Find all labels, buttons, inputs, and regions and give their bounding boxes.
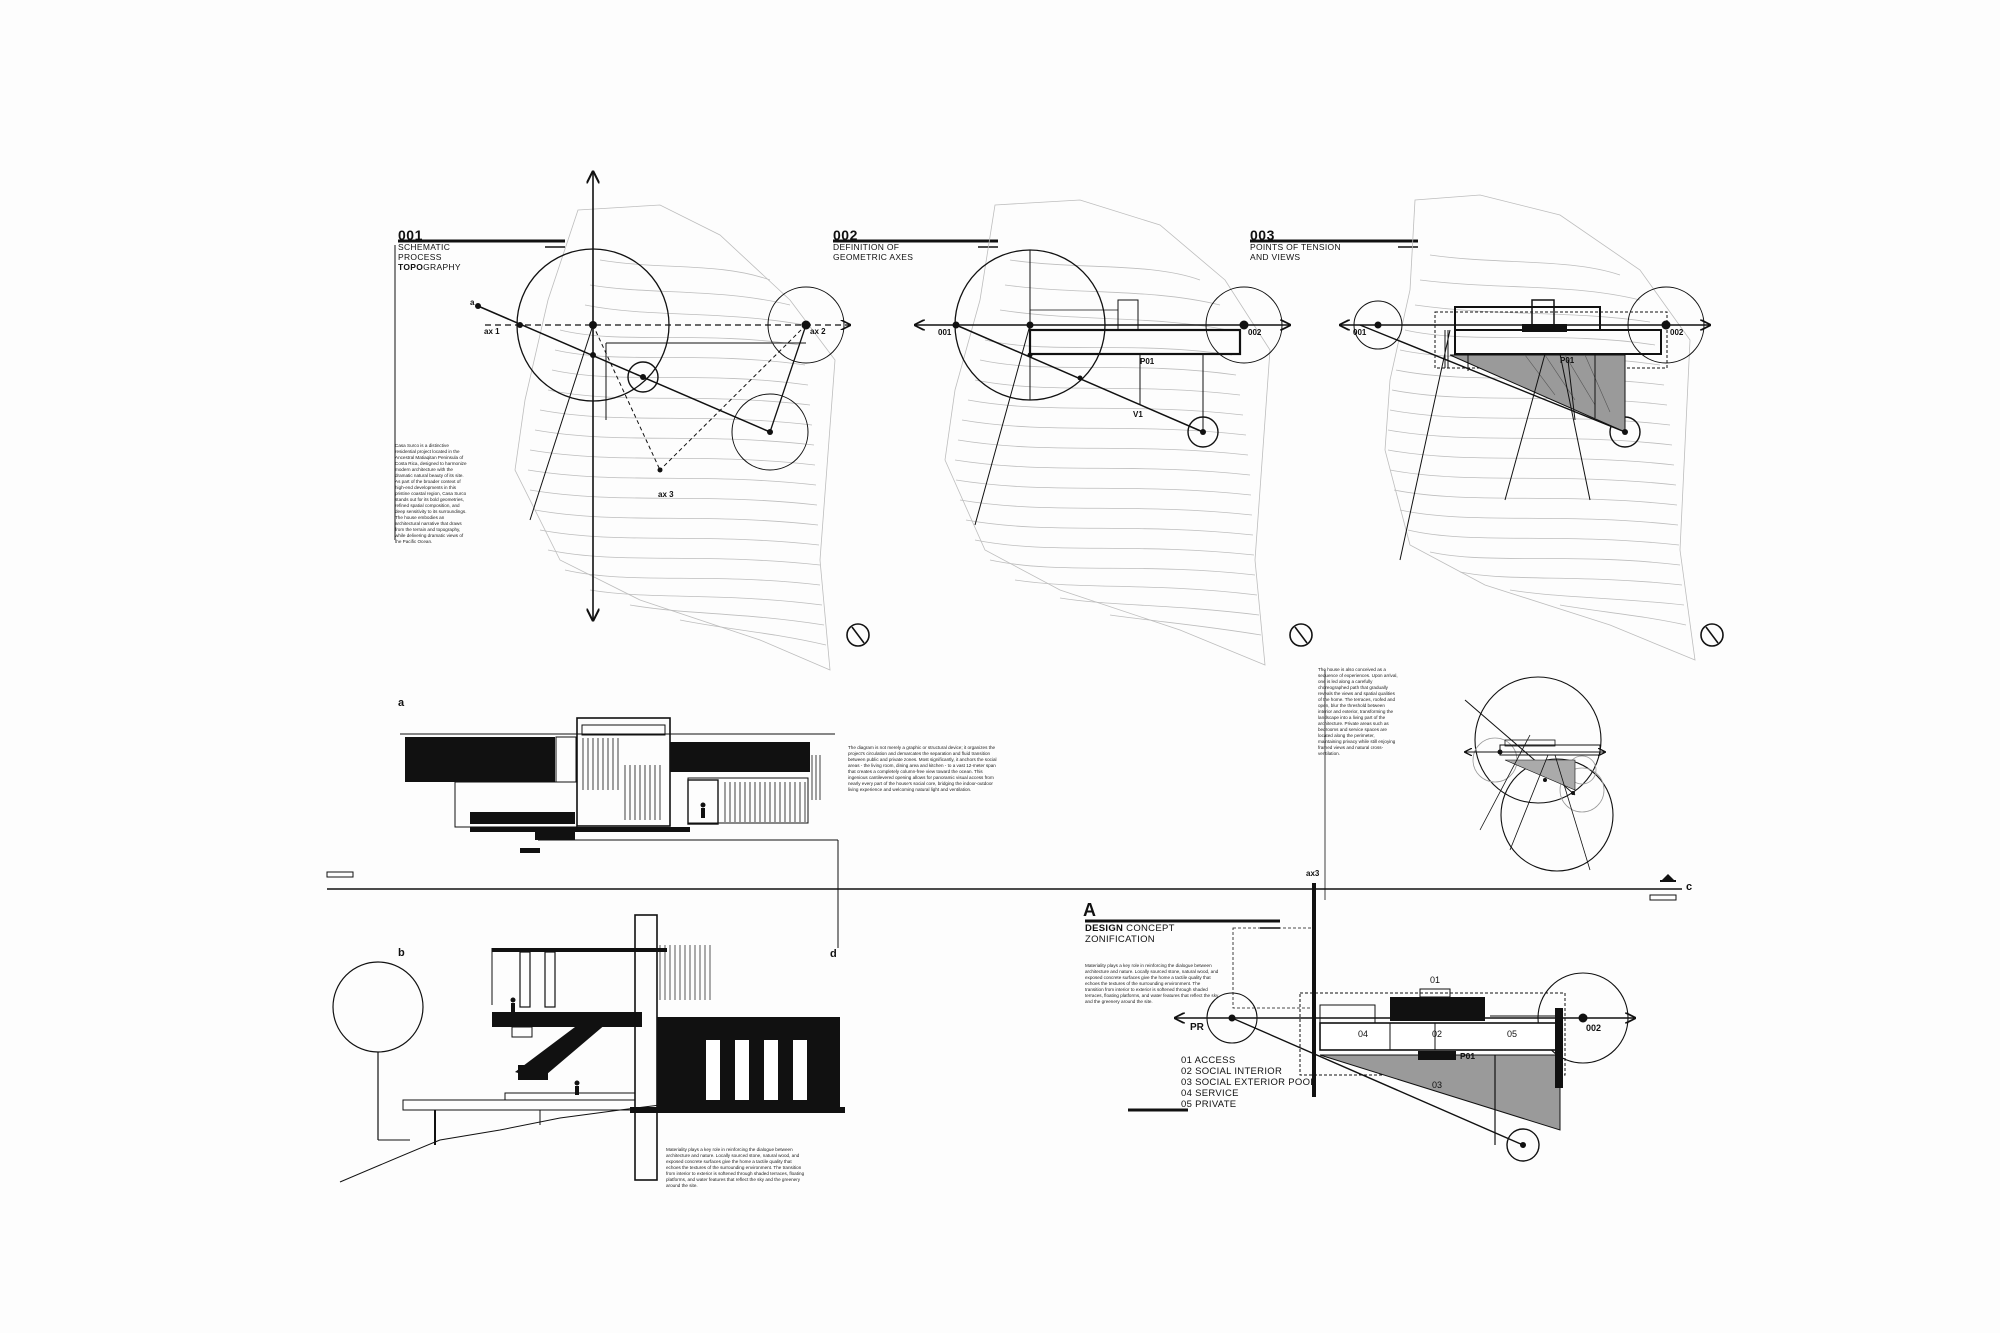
axis-2-label: ax 2 [810,327,826,336]
zone-03-pool [1319,1054,1561,1131]
zone-node-002-label: 002 [1586,1023,1602,1033]
elevation-paragraph: The diagram is not merely a graphic or s… [848,745,997,792]
p3-p01-label: P01 [1560,356,1575,365]
ax3-top-label: ax3 [1306,869,1320,878]
zonification-diagram [1085,883,1635,1162]
section-c-letter: c [1686,881,1693,893]
legend-item: 04 SERVICE [1181,1088,1239,1099]
panel-002-diagram [915,199,1313,666]
p2-node-002-label: 002 [1248,328,1262,337]
panel-001-diagram [475,172,870,671]
panel-003-diagram [1340,194,1724,661]
side-paragraph: The house is also conceived as a sequenc… [1318,667,1398,756]
social-exterior-zone [1449,354,1626,433]
zone-legend: 01 ACCESS 02 SOCIAL INTERIOR 03 SOCIAL E… [1181,1055,1316,1110]
legend-item: 05 PRIVATE [1181,1099,1237,1110]
section-b-letter: b [398,947,405,959]
zone-03-label: 03 [1432,1080,1443,1090]
legend-item: 01 ACCESS [1181,1055,1236,1066]
p2-node-001-label: 001 [938,328,952,337]
panel-002-number: 002 [833,227,858,243]
panel-001-line1: SCHEMATIC [398,242,451,252]
axis-1-label: ax 1 [484,327,500,336]
concept-letter: A [1083,900,1096,920]
panel-003-number: 003 [1250,227,1275,243]
axis-3-label: ax 3 [658,490,674,499]
panel-001-line3-rest: GRAPHY [423,262,461,272]
panel-002-line2: GEOMETRIC AXES [833,252,914,262]
small-concept-diagram [1324,670,1614,900]
panel-001-line2: PROCESS [398,252,442,262]
p2-v1-label: V1 [1133,410,1143,419]
intro-paragraph: Casa Surco is a distinctive residential … [395,443,467,544]
p3-node-002-label: 002 [1670,328,1684,337]
panel-001-line3: TOPOGRAPHY [398,262,461,273]
zone-p01-label: P01 [1460,1051,1476,1061]
concept-paragraph: Materiality plays a key role in reinforc… [1085,963,1219,1004]
panel-001-line3-bold: TOPO [398,262,424,272]
concept-title-bold: DESIGN [1085,923,1124,934]
zone-04-label: 04 [1358,1029,1369,1039]
section-a-letter: a [398,697,405,709]
zone-05-label: 05 [1507,1029,1518,1039]
panel-003-line2: AND VIEWS [1250,252,1301,262]
section-b-paragraph: Materiality plays a key role in reinforc… [666,1147,805,1188]
concept-subtitle: ZONIFICATION [1085,934,1155,945]
elevation-a [400,717,839,948]
pr-label: PR [1190,1022,1204,1033]
concept-title-rest: CONCEPT [1123,923,1175,934]
topography-lines [514,204,836,671]
zone-01-label: 01 [1430,975,1441,985]
concept-title: DESIGN CONCEPT [1085,923,1175,935]
p2-p01-label: P01 [1140,357,1155,366]
panel-002-line1: DEFINITION OF [833,242,900,252]
zone-02-label: 02 [1432,1029,1443,1039]
p3-node-001-label: 001 [1353,328,1367,337]
section-b [332,914,845,1183]
point-a-label: a [470,298,475,307]
panel-003-line1: POINTS OF TENSION [1250,242,1341,252]
legend-item: 02 SOCIAL INTERIOR [1181,1066,1283,1077]
legend-item: 03 SOCIAL EXTERIOR POOL [1181,1077,1316,1088]
section-d-letter: d [830,948,837,960]
panel-001-number: 001 [398,227,423,243]
